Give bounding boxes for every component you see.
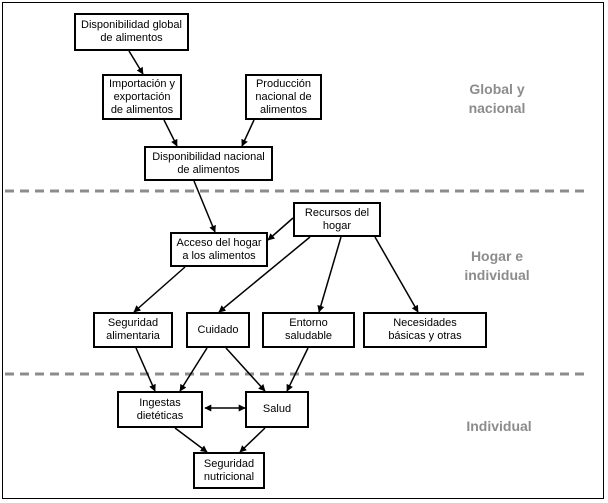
box-importacion-exportacion: Importación y exportación de alimentos	[102, 74, 182, 120]
arrow-cuidado-to-ingestas	[179, 347, 208, 392]
arrow-ingestas-to-seg-nutricional	[174, 427, 208, 453]
box-necesidades-basicas: Necesidades básicas y otras	[363, 312, 487, 348]
box-seguridad-nutricional: Seguridad nutricional	[193, 452, 265, 489]
arrow-acceso-to-seg-alimentaria	[133, 266, 186, 313]
box-ingestas-dieteticas: Ingestas dietéticas	[117, 391, 203, 428]
arrow-disp-global-to-import-export	[128, 50, 144, 75]
arrow-disp-nacional-to-acceso	[193, 180, 216, 233]
box-disponibilidad-global: Disponibilidad global de alimentos	[74, 13, 189, 51]
arrow-entorno-to-salud	[286, 347, 309, 392]
arrow-recursos-to-entorno	[317, 236, 342, 313]
box-acceso-hogar: Acceso del hogar a los alimentos	[170, 232, 268, 267]
arrow-seg-alimentaria-to-ingestas	[135, 347, 156, 392]
arrow-cuidado-to-salud	[225, 347, 266, 392]
box-produccion-nacional: Producción nacional de alimentos	[245, 74, 322, 120]
diagram-frame	[2, 2, 604, 499]
box-recursos-hogar: Recursos del hogar	[293, 202, 381, 237]
arrow-recursos-to-cuidado	[218, 236, 311, 313]
box-disponibilidad-nacional: Disponibilidad nacional de alimentos	[144, 146, 273, 181]
arrow-salud-to-seg-nutricional	[239, 427, 266, 453]
box-salud: Salud	[245, 391, 309, 428]
box-cuidado: Cuidado	[186, 312, 250, 348]
level-label-individual: Individual	[466, 418, 532, 434]
arrow-recursos-to-acceso	[267, 217, 294, 241]
arrow-import-export-to-disp-nacional	[163, 119, 178, 147]
arrow-recursos-to-necesidades	[374, 236, 419, 313]
level-label-global: Global y nacional	[468, 81, 526, 116]
box-entorno-saludable: Entorno saludable	[262, 312, 355, 348]
level-label-hogar: Hogar e individual	[464, 248, 530, 283]
arrow-produccion-to-disp-nacional	[241, 119, 255, 147]
box-seguridad-alimentaria: Seguridad alimentaria	[93, 312, 173, 348]
